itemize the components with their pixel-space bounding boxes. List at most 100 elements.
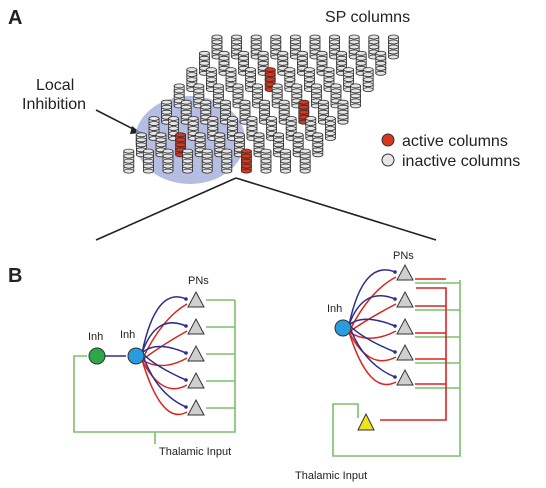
inactive-column [348,34,360,60]
inactive-column [375,50,387,76]
inactive-column [285,116,297,141]
excitatory-connection [348,331,397,362]
inactive-column [245,67,257,92]
inactive-column [324,116,336,141]
inactive-column [214,132,226,158]
left-inh-blue-label: Inh [120,329,135,341]
inactive-column [299,148,311,174]
inactive-column [280,148,292,174]
right-circuit: Inh PNs Thalamic Input [295,250,461,482]
inactive-column [289,34,301,60]
inactive-column [350,83,362,109]
inhibitory-connection [348,318,396,327]
inactive-column [218,50,230,76]
inactive-column [309,34,321,60]
left-circuit: Inh Inh PNs Thalamic Input [73,275,236,458]
excitatory-connection [141,303,188,361]
right-thalamic-label: Thalamic Input [295,470,367,482]
inactive-column [292,132,304,158]
left-pn-neuron [187,371,205,389]
inactive-column [212,83,224,109]
right-pn-neuron [396,263,414,281]
left-pn-neuron [187,290,205,308]
left-pns-label: PNs [188,275,209,287]
inactive-column [211,34,223,60]
right-thalamic-yellow-neuron [357,412,375,431]
left-inh-blue-neuron [127,347,145,365]
inactive-column [271,83,283,109]
sp-columns-title: SP columns [325,9,410,26]
inhibitory-connection [348,295,396,326]
right-pn-neuron [396,343,414,361]
inhibitory-connection [348,324,396,378]
panel-b-label: B [8,265,22,287]
inactive-column [362,67,374,92]
left-thalamic-label: Thalamic Input [159,446,231,458]
inactive-column [277,50,289,76]
panel-a-label: A [8,7,22,29]
inactive-column [257,50,269,76]
zoom-line-right [235,177,437,241]
inactive-column [180,99,192,125]
inactive-column [317,99,329,125]
inactive-column [238,50,250,76]
excitatory-connection [141,330,188,361]
inhibitory-connection [141,352,187,381]
legend-inactive-marker [381,153,395,167]
inactive-column [246,116,258,141]
inhibitory-connection [348,269,396,326]
zoom-line-left [95,177,237,241]
legend-active-marker [381,133,395,147]
active-column [298,99,310,125]
right-pn-neuron [396,290,414,308]
inactive-column [182,148,194,174]
inactive-column [142,148,154,174]
inactive-column [161,99,173,125]
left-pn-neuron [187,317,205,335]
right-pn-neuron [396,317,414,335]
inactive-column [260,148,272,174]
inactive-column [259,99,271,125]
inhibitory-connection [141,345,187,354]
right-inh-blue-label: Inh [327,303,342,315]
left-pn-neuron [187,344,205,362]
inactive-column [337,99,349,125]
legend-active-label: active columns [402,133,508,150]
excitatory-connection [141,359,188,416]
inhibitory-connection [141,322,187,354]
excitatory-connection [348,303,397,333]
left-pn-neuron [187,398,205,416]
inactive-column [270,34,282,60]
local-inhibition-label-line1: Local [36,77,74,94]
sp-columns-grid [123,34,399,174]
right-inh-blue-neuron [334,319,352,337]
inactive-column [155,132,167,158]
inactive-column [198,50,210,76]
inhibitory-connection [348,324,396,353]
inactive-column [250,34,262,60]
local-inhibition-label-line2: Inhibition [22,96,86,113]
inactive-column [387,34,399,60]
inhibitory-connection [141,352,187,408]
inactive-column [162,148,174,174]
active-column [240,148,252,174]
inactive-column [186,67,198,92]
left-inh-green-neuron [88,347,106,365]
inactive-column [266,116,278,141]
inactive-column [312,132,324,158]
excitatory-connection [141,359,188,390]
inactive-column [225,67,237,92]
inhibitory-connection [141,296,187,354]
left-inh-green-label: Inh [88,331,103,343]
right-pns-label: PNs [393,250,414,262]
inactive-column [123,148,135,174]
inactive-column [232,83,244,109]
active-column [264,67,276,92]
inactive-column [226,116,238,141]
inactive-column [329,34,341,60]
legend-inactive-label: inactive columns [402,153,520,170]
excitatory-connection [348,330,397,339]
right-pn-neuron [396,368,414,386]
inactive-column [221,148,233,174]
